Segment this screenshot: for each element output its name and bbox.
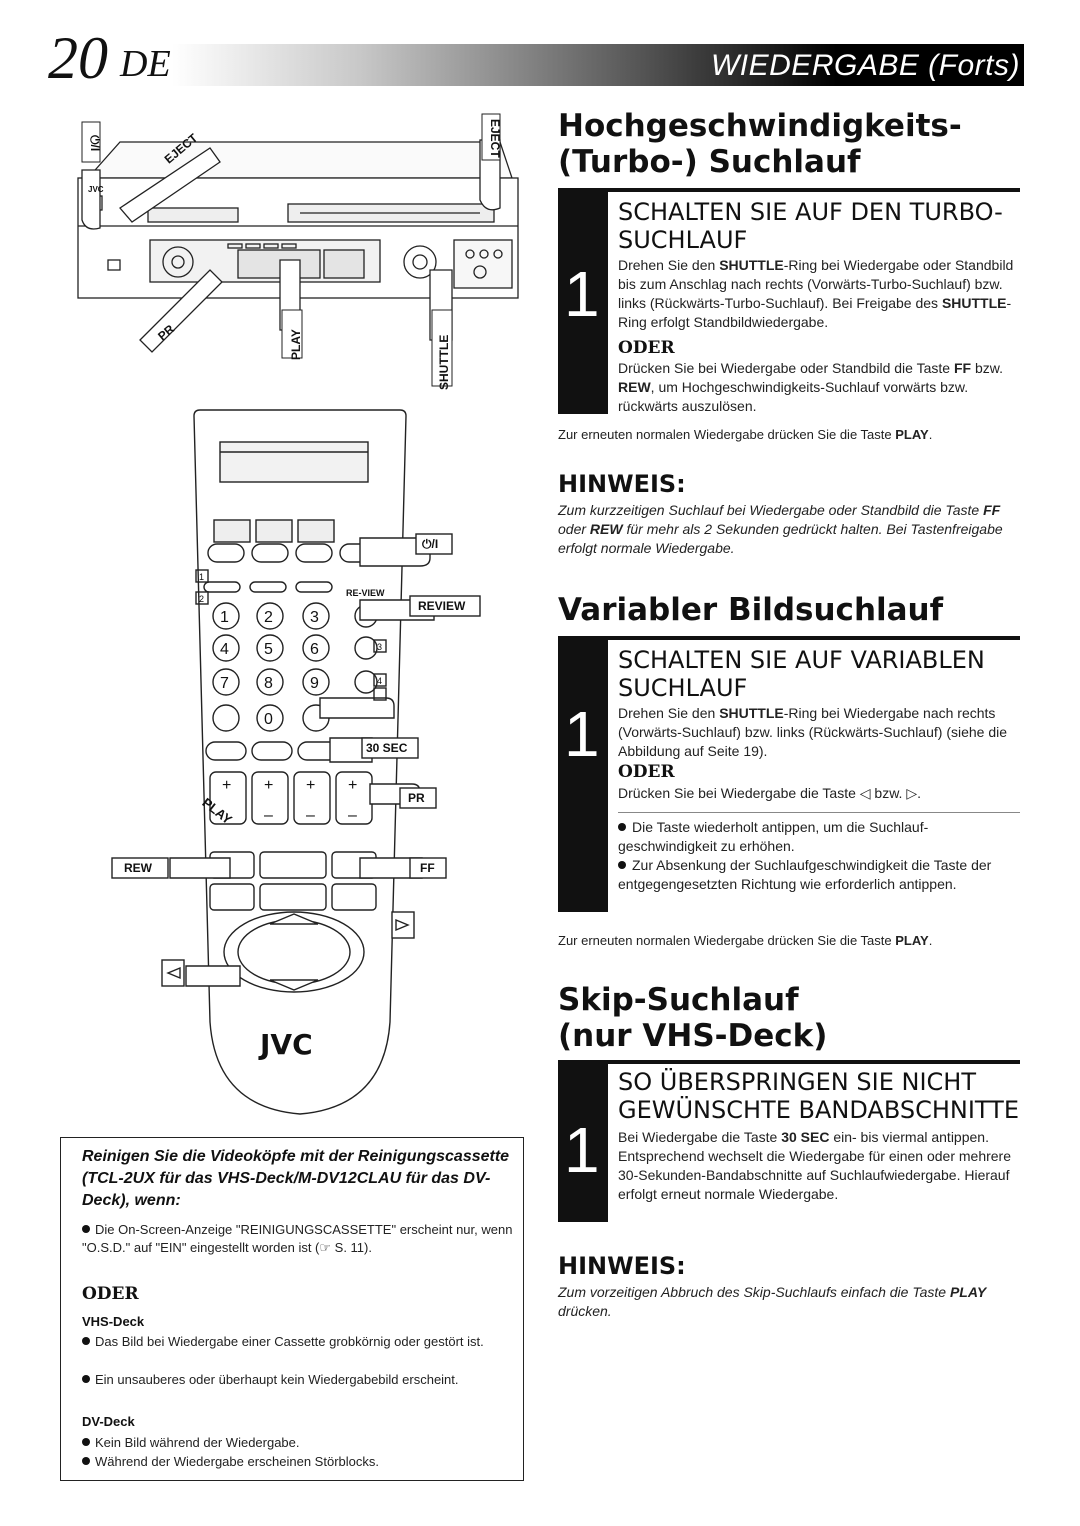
- key-8: 8: [264, 675, 273, 692]
- cleaning-oder: ODER: [82, 1284, 139, 1304]
- section2-text-b: Drücken Sie bei Wiedergabe die Taste ◁ b…: [618, 785, 921, 801]
- minus-2: –: [306, 807, 315, 824]
- rew-label: REW: [124, 861, 153, 875]
- section1-step-badge: 1: [558, 188, 608, 414]
- section1-after: Zur erneuten normalen Wiedergabe drücken…: [558, 427, 933, 442]
- minus-1: –: [264, 807, 273, 824]
- review-label: REVIEW: [418, 599, 466, 613]
- section1-step-title-line2: SUCHLAUF: [618, 226, 748, 254]
- section3-heading-line2: (nur VHS-Deck): [558, 1018, 828, 1054]
- key-5: 5: [264, 641, 273, 658]
- cleaning-info-title: Reinigen Sie die Videoköpfe mit der Rein…: [82, 1148, 510, 1209]
- cleaning-info-box: [60, 1137, 524, 1481]
- section2-bullet-2: Zur Absenkung der Suchlaufgeschwindigkei…: [618, 857, 992, 892]
- plus-1: +: [222, 777, 231, 794]
- key-1: 1: [220, 609, 229, 626]
- hinweis1-text: Zum kurzzeitigen Suchlauf bei Wiedergabe…: [558, 502, 1003, 556]
- side-num-1: 1: [199, 572, 204, 582]
- key-6: 6: [310, 641, 319, 658]
- section2-bullet-1: Die Taste wiederholt antippen, um die Su…: [618, 819, 929, 854]
- section2-heading: Variabler Bildsuchlauf: [558, 592, 944, 628]
- key-3: 3: [310, 609, 319, 626]
- vcr-brand-label: JVC: [88, 185, 104, 194]
- section1-step-rule: [558, 188, 1020, 192]
- remote-standby-label: ⏻/I: [422, 537, 438, 551]
- key-0: 0: [264, 711, 273, 728]
- ff-label: FF: [420, 861, 435, 875]
- vhs-bullet-1: Das Bild bei Wiedergabe einer Cassette g…: [82, 1333, 514, 1351]
- standby-label: ⏻/I: [88, 135, 102, 151]
- section3-step-title-line2: GEWÜNSCHTE BANDABSCHNITTE: [618, 1096, 1019, 1124]
- plus-3: +: [306, 777, 315, 794]
- section3-step-badge: 1: [558, 1060, 608, 1222]
- sec30-label: 30 SEC: [366, 741, 408, 755]
- section2-step-title-line2: SUCHLAUF: [618, 674, 748, 702]
- section2-step-number: 1: [564, 698, 600, 770]
- page-language: DE: [120, 43, 171, 85]
- section3-text: Bei Wiedergabe die Taste 30 SEC ein- bis…: [618, 1129, 1012, 1202]
- play-label: PLAY: [289, 329, 303, 360]
- section2-step-title-line1: SCHALTEN SIE AUF VARIABLEN: [618, 646, 985, 674]
- section2-step-rule: [558, 636, 1020, 640]
- section1-text-a: Drehen Sie den SHUTTLE-Ring bei Wiederga…: [618, 257, 1014, 330]
- section1-step-title-line1: SCHALTEN SIE AUF DEN TURBO-: [618, 198, 1003, 226]
- vcr-illustration: ⏻/I EJECT EJECT PR PLAY SHUTTLE JVC: [77, 113, 519, 390]
- section2-oder: ODER: [618, 762, 675, 782]
- section3-step-rule: [558, 1060, 1020, 1064]
- section2-after: Zur erneuten normalen Wiedergabe drücken…: [558, 933, 933, 948]
- hinweis2-title: HINWEIS:: [558, 1252, 686, 1280]
- section3-step-number: 1: [564, 1114, 600, 1186]
- section3-step-title-line1: SO ÜBERSPRINGEN SIE NICHT: [618, 1068, 976, 1096]
- page-number: 20: [48, 25, 108, 91]
- plus-4: +: [348, 777, 357, 794]
- remote-illustration: 1 2 3 4 5 6 7 8 9 0 + + + + – – – 1 2 3 …: [111, 409, 481, 1115]
- review-small-label: RE-VIEW: [346, 588, 385, 598]
- key-7: 7: [220, 675, 229, 692]
- dv-bullet-2: Während der Wiedergabe erscheinen Störbl…: [82, 1453, 514, 1471]
- key-2: 2: [264, 609, 273, 626]
- vhs-deck-label: VHS-Deck: [82, 1314, 145, 1329]
- minus-3: –: [348, 807, 357, 824]
- section2-step-badge: 1: [558, 636, 608, 912]
- shuttle-label: SHUTTLE: [437, 335, 451, 390]
- plus-2: +: [264, 777, 273, 794]
- side-num-2: 2: [199, 594, 204, 604]
- section2-text-a: Drehen Sie den SHUTTLE-Ring bei Wiederga…: [618, 705, 1008, 759]
- section1-step-number: 1: [564, 258, 600, 330]
- eject-right-label: EJECT: [488, 119, 502, 158]
- cleaning-bullet-osd: Die On-Screen-Anzeige "REINIGUNGSCASSETT…: [82, 1222, 513, 1255]
- remote-brand: JVC: [258, 1028, 313, 1061]
- dv-deck-label: DV-Deck: [82, 1414, 135, 1429]
- key-9: 9: [310, 675, 319, 692]
- pr-right-label: PR: [408, 791, 425, 805]
- section2-divider: [618, 812, 1020, 813]
- vhs-bullet-2: Ein unsauberes oder überhaupt kein Wiede…: [82, 1371, 514, 1389]
- section1-heading-line2: (Turbo-) Suchlauf: [558, 144, 861, 180]
- hinweis2-text: Zum vorzeitigen Abbruch des Skip-Suchlau…: [558, 1284, 987, 1319]
- key-4: 4: [220, 641, 229, 658]
- header-bar: [172, 44, 1024, 86]
- section3-heading-line1: Skip-Suchlauf: [558, 982, 799, 1018]
- section1-heading-line1: Hochgeschwindigkeits-: [558, 108, 962, 144]
- section1-oder: ODER: [618, 338, 675, 358]
- hinweis1-title: HINWEIS:: [558, 470, 686, 498]
- page-title: WIEDERGABE (Forts): [710, 49, 1020, 82]
- side-num-3: 3: [377, 642, 382, 652]
- dv-bullet-1: Kein Bild während der Wiedergabe.: [82, 1434, 514, 1452]
- side-num-4: 4: [377, 676, 382, 686]
- section1-text-b: Drücken Sie bei Wiedergabe oder Standbil…: [618, 360, 1003, 414]
